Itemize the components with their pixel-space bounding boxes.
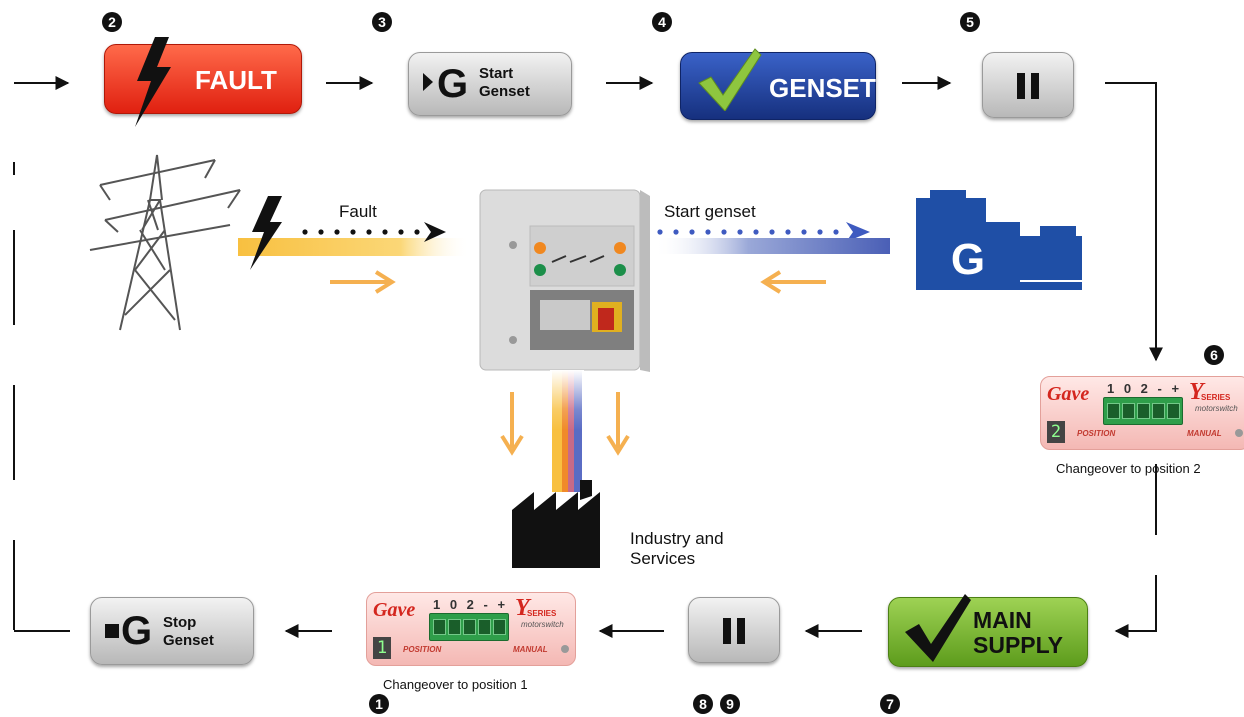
fault-dotted-arrow — [302, 222, 446, 242]
changeover-1-caption: Changeover to position 1 — [383, 677, 528, 692]
pause-icon-bar-left — [723, 618, 731, 644]
supply-flow-arrow-left — [330, 270, 396, 294]
step-9-number: 9 — [720, 694, 740, 714]
motorswitch-brand: Gave — [373, 599, 416, 621]
motorswitch-position-2: Gave 1 0 2 - + Y SERIES motorswitch 2 PO… — [1040, 376, 1244, 450]
pause-button-1 — [982, 52, 1074, 118]
lightning-icon — [250, 196, 282, 270]
series-letter: Y — [515, 595, 530, 621]
industry-line-1: Industry and — [630, 529, 724, 548]
stop-genset-text: Stop Genset — [163, 614, 214, 650]
motorswitch-terminals: 1 0 2 - + — [1107, 381, 1183, 396]
genset-ok-button: GENSET — [680, 48, 876, 120]
start-genset-button: G Start Genset — [408, 52, 572, 116]
manual-label: MANUAL — [513, 645, 548, 654]
checkmark-icon — [698, 48, 762, 111]
stop-icon — [105, 624, 119, 638]
fault-button-label: FAULT — [195, 65, 277, 95]
stop-genset-line-2: Genset — [163, 632, 214, 649]
motorswitch-position-1: Gave 1 0 2 - + Y SERIES motorswitch 1 PO… — [366, 592, 576, 666]
step-4-number: 4 — [652, 12, 672, 32]
arrow-to-main-supply — [1114, 575, 1157, 638]
main-supply-button: MAIN SUPPLY — [888, 594, 1088, 667]
stop-genset-g: G — [121, 609, 153, 653]
start-genset-text: Start Genset — [479, 65, 530, 101]
position-label: POSITION — [403, 645, 442, 654]
position-label: POSITION — [1077, 429, 1116, 438]
fault-button: FAULT — [104, 37, 302, 127]
cycle-connectors — [13, 76, 1163, 638]
start-genset-label: Start genset — [664, 202, 756, 221]
start-genset-line-1: Start — [479, 65, 514, 82]
pause-icon-bar-left — [1017, 73, 1025, 99]
step-8-number: 8 — [693, 694, 713, 714]
genset-flow-arrow-left — [760, 270, 826, 294]
arrow-to-changeover-2 — [1105, 82, 1163, 362]
step-2-number: 2 — [102, 12, 122, 32]
generator-letter: G — [951, 235, 985, 284]
step-5-number: 5 — [960, 12, 980, 32]
step-3-number: 3 — [372, 12, 392, 32]
start-genset-line-2: Genset — [479, 83, 530, 100]
output-bands — [550, 370, 584, 492]
position-display: 1 — [373, 637, 391, 659]
step-6-number: 6 — [1204, 345, 1224, 365]
step-7-number: 7 — [880, 694, 900, 714]
series-letter: Y — [1189, 379, 1204, 405]
series-text: SERIES — [1201, 393, 1231, 402]
main-supply-line-1: MAIN — [973, 607, 1032, 633]
step-1-number: 1 — [369, 694, 389, 714]
factory-icon — [512, 480, 600, 568]
start-genset-dotted-arrow — [657, 222, 870, 242]
power-pylon-icon — [89, 154, 241, 331]
play-icon — [423, 73, 433, 91]
genset-label: GENSET — [769, 73, 876, 103]
manual-label: MANUAL — [1187, 429, 1222, 438]
lightning-icon — [135, 37, 171, 127]
changeover-2-caption: Changeover to position 2 — [1056, 461, 1201, 476]
motorswitch-terminals: 1 0 2 - + — [433, 597, 509, 612]
series-sub: motorswitch — [1195, 404, 1238, 413]
series-text: SERIES — [527, 609, 557, 618]
pause-icon-bar-right — [737, 618, 745, 644]
fault-label: Fault — [339, 202, 377, 221]
series-sub: motorswitch — [521, 620, 564, 629]
main-supply-line-2: SUPPLY — [973, 632, 1063, 658]
main-supply-label: MAIN SUPPLY — [973, 608, 1063, 658]
start-genset-g: G — [437, 62, 469, 106]
stop-genset-line-1: Stop — [163, 614, 197, 631]
industry-services-label: Industry and Services — [630, 529, 724, 569]
motorswitch-brand: Gave — [1047, 383, 1090, 405]
mains-supply-band — [238, 238, 470, 256]
position-display: 2 — [1047, 421, 1065, 443]
changeover-panel — [479, 189, 650, 372]
manual-led — [561, 645, 569, 653]
pause-button-2 — [688, 597, 780, 663]
manual-led — [1235, 429, 1243, 437]
checkmark-icon — [905, 594, 971, 662]
pause-icon-bar-right — [1031, 73, 1039, 99]
output-flow-arrows — [500, 392, 630, 456]
stop-genset-button: G Stop Genset — [90, 597, 254, 665]
industry-line-2: Services — [630, 549, 696, 568]
terminal-block — [1103, 397, 1183, 425]
genset-supply-band — [654, 238, 890, 254]
terminal-block — [429, 613, 509, 641]
generator-icon — [916, 190, 1082, 290]
